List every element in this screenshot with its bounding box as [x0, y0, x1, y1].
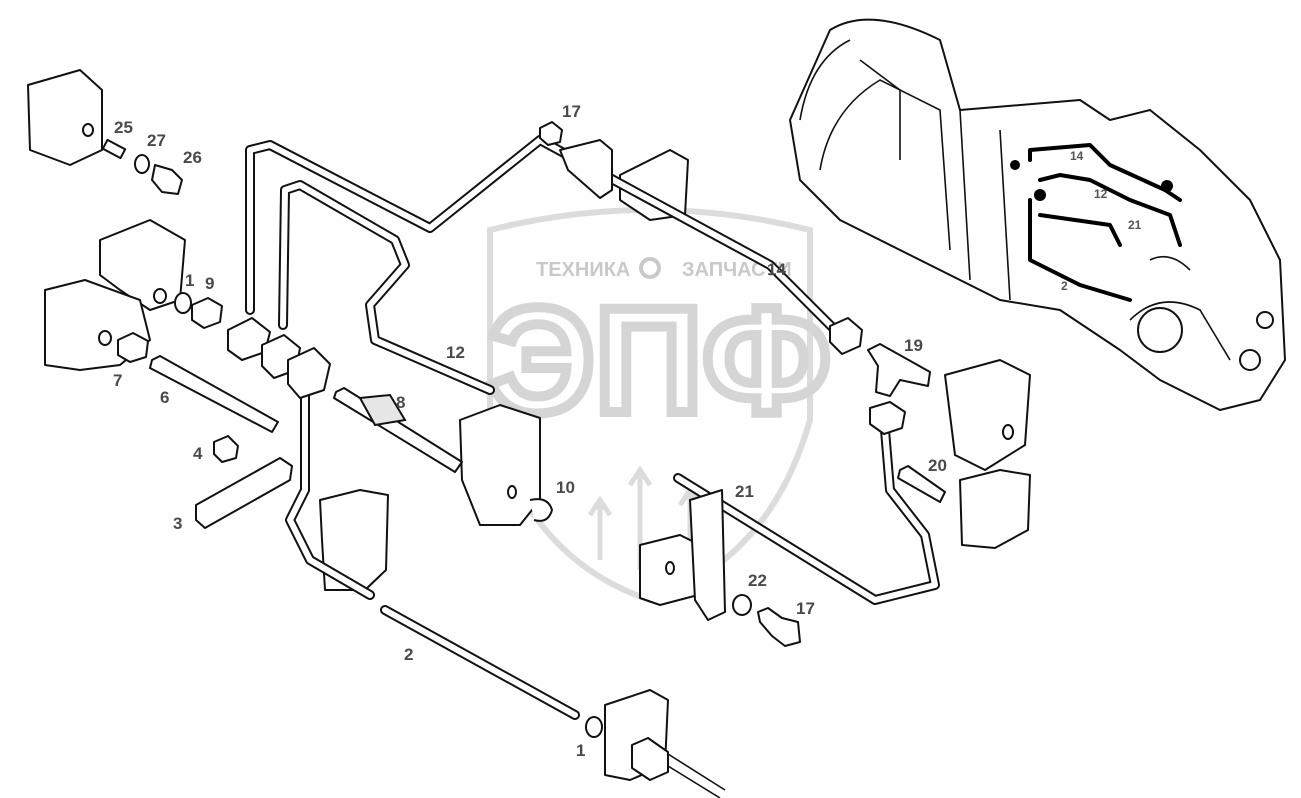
housing-hole-4: [507, 485, 517, 499]
housing-hole: [82, 123, 94, 137]
callout-21: 21: [735, 482, 754, 501]
inset-fitting-2: [1034, 189, 1046, 201]
inset-pipe-12: [1038, 173, 1182, 247]
callout-1-upper: 1: [185, 271, 194, 290]
callout-19: 19: [904, 336, 923, 355]
part-21-nut: [869, 401, 906, 435]
housing-block-middle: [459, 404, 541, 526]
callout-20: 20: [928, 456, 947, 475]
inset-label-2: 2: [1061, 279, 1068, 293]
pipe-end-nut: [631, 737, 669, 781]
part-9-nut: [191, 297, 223, 329]
callout-1-lower: 1: [576, 741, 585, 760]
pipe-21-inner: [675, 427, 938, 603]
pipe-2-lower-inner: [382, 607, 578, 718]
fittings: [101, 121, 946, 798]
inset-label-21: 21: [1128, 218, 1142, 232]
callout-4: 4: [193, 444, 203, 463]
callout-2: 2: [404, 645, 413, 664]
callout-17-top: 17: [562, 102, 581, 121]
part-3-bracket: [195, 457, 293, 529]
callout-7: 7: [113, 371, 122, 390]
callout-8: 8: [396, 393, 405, 412]
gearbox-ribs: [859, 59, 1231, 361]
part-20-stud: [897, 465, 946, 503]
pipes: [245, 135, 940, 720]
callout-12: 12: [446, 343, 465, 362]
part-14-nut: [829, 317, 863, 355]
gearbox-bell-face: [799, 39, 951, 251]
transmission-inset: 14 12 21 2: [789, 18, 1286, 411]
pipe-2-upper-inner: [287, 392, 373, 598]
callout-17-bottom: 17: [796, 599, 815, 618]
gearbox-port-small-2: [1256, 311, 1274, 329]
housing-hole-6: [665, 561, 675, 575]
part-8-thread: [358, 393, 407, 427]
callout-26: 26: [183, 148, 202, 167]
watermark-text-left: ТЕХНИКА: [536, 259, 630, 281]
part-1-washer-upper: [174, 292, 192, 314]
inset-label-12: 12: [1094, 187, 1108, 201]
part-22-washer: [732, 594, 752, 616]
part-10-clip: [529, 498, 553, 522]
housing-block-right-lower: [959, 469, 1031, 549]
callout-27: 27: [147, 131, 166, 150]
part-6-stud: [149, 355, 279, 433]
callout-14: 14: [767, 260, 786, 279]
part-17-bolt-top: [539, 121, 563, 146]
inset-label-14: 14: [1070, 149, 1084, 163]
part-4-bolt: [213, 435, 239, 463]
callout-labels: 25 27 26 17 1 9 7 6 4 3 8 12 14 19 10 20…: [113, 102, 947, 760]
part-1-clip-lower: [585, 716, 603, 738]
pipe-end-line: [667, 753, 726, 798]
watermark: ТЕХНИКА ЗАПЧАСТИ ЭПФ: [483, 207, 836, 604]
part-27-washer: [134, 154, 150, 174]
housing-block-left-upper: [99, 219, 186, 311]
inset-pipe-2: [1028, 198, 1132, 302]
pipe-14-inner: [247, 137, 843, 338]
callout-3: 3: [173, 514, 182, 533]
callout-25: 25: [114, 118, 133, 137]
housing-block-top-left: [27, 69, 103, 166]
part-17-bracket-top: [559, 139, 613, 199]
gearbox-housing: [789, 18, 1286, 411]
watermark-gear-icon: [639, 257, 661, 279]
part-21-bracket: [689, 489, 726, 621]
gearbox-port: [1137, 307, 1183, 353]
gearbox-port-small: [1239, 349, 1261, 371]
inset-fitting: [1010, 160, 1020, 170]
part-26-plug: [151, 164, 183, 195]
callout-6: 6: [160, 388, 169, 407]
callout-10: 10: [556, 478, 575, 497]
housing-hole-2: [153, 288, 167, 304]
callout-9: 9: [205, 274, 214, 293]
inset-fitting-3: [1161, 180, 1173, 192]
pipe-12-inner: [280, 182, 493, 393]
housing-hole-3: [98, 330, 112, 346]
part-25-screw: [101, 138, 127, 160]
housing-block-right-upper: [944, 359, 1031, 471]
callout-22: 22: [748, 571, 767, 590]
housing-hole-5: [1002, 424, 1014, 440]
inset-pipe-21: [1038, 213, 1122, 247]
watermark-logo-letters: ЭПФ: [488, 276, 831, 444]
part-17-bolt-bottom: [757, 607, 801, 647]
banjo-fitting-3: [287, 347, 331, 399]
part-19-tee-fitting: [867, 343, 931, 397]
housing-block-bottom-left: [319, 489, 389, 591]
part-7-nut: [117, 332, 149, 363]
